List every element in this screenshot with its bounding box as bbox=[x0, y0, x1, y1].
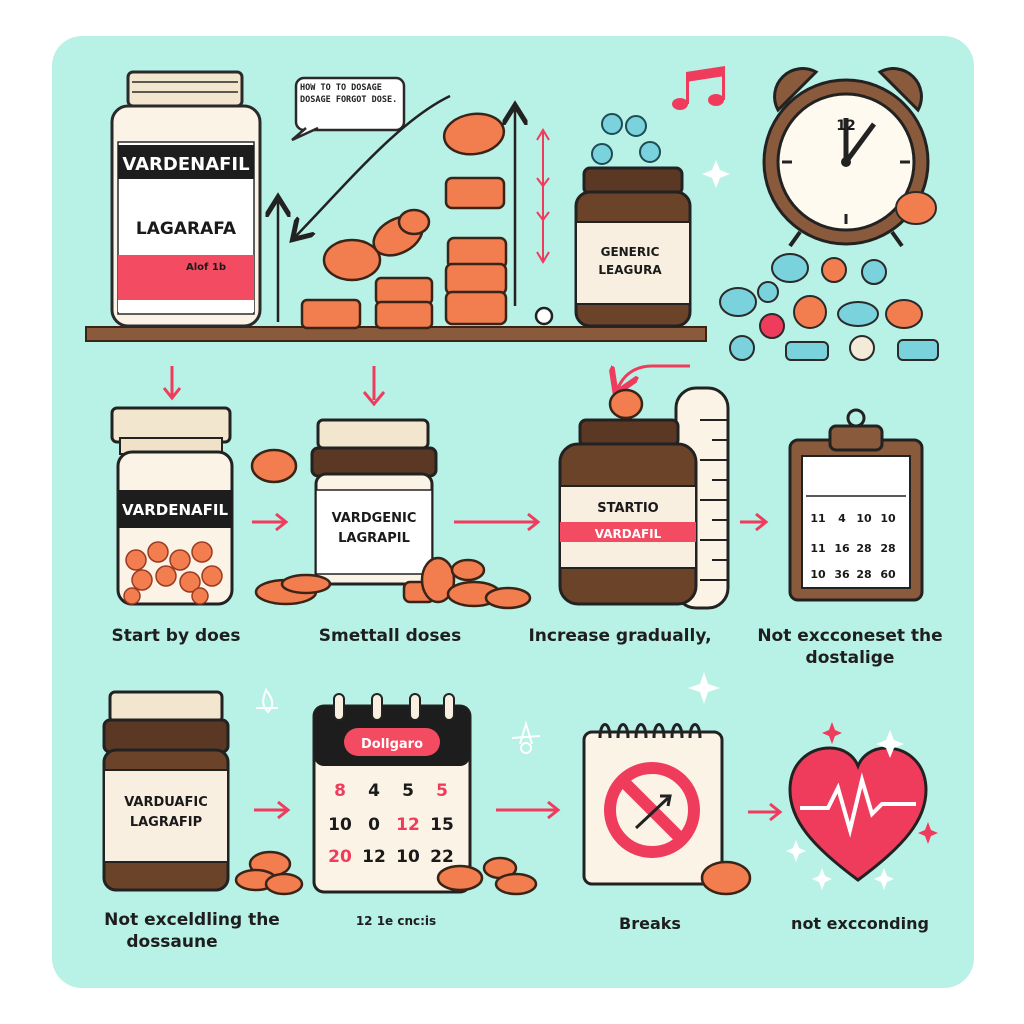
svg-text:28: 28 bbox=[856, 542, 871, 555]
calendar-icon bbox=[312, 693, 472, 894]
sparkle-white-2 bbox=[786, 840, 806, 862]
arrow-1 bbox=[252, 512, 289, 532]
svg-text:60: 60 bbox=[880, 568, 896, 581]
jar-row3-line2: LAGRAFIP bbox=[130, 815, 202, 830]
vardenafil-jar-row2 bbox=[110, 406, 234, 606]
svg-text:10: 10 bbox=[328, 815, 352, 835]
svg-text:11: 11 bbox=[810, 512, 825, 525]
calendar-title: Dollgaro bbox=[361, 737, 423, 752]
vardgenic-jar bbox=[310, 418, 438, 586]
caption-not-exceeding: not excconding bbox=[791, 914, 929, 933]
svg-text:20: 20 bbox=[328, 847, 352, 867]
svg-text:5: 5 bbox=[436, 781, 448, 801]
svg-text:28: 28 bbox=[880, 542, 895, 555]
generic-jar bbox=[574, 166, 692, 328]
bottle-small: Alof 1b bbox=[186, 262, 226, 273]
jar2-line1: VARDGENIC bbox=[332, 511, 417, 526]
caption-breaks: Breaks bbox=[619, 914, 681, 933]
generic-jar-line1: GENERIC bbox=[601, 245, 660, 259]
pill-stack bbox=[300, 112, 508, 330]
svg-text:8: 8 bbox=[334, 781, 346, 801]
svg-text:36: 36 bbox=[834, 568, 850, 581]
jar2-line2: LAGRAPIL bbox=[338, 531, 410, 546]
sparkle-icon bbox=[702, 160, 730, 188]
jar-row3-line1: VARDUAFIC bbox=[124, 795, 208, 810]
arrow-6 bbox=[748, 802, 783, 822]
speech-bubble bbox=[291, 76, 406, 142]
caption-not-exceed-1: Not excconeset the bbox=[757, 626, 943, 646]
caption-small-print: 12 1e cnc:is bbox=[355, 914, 437, 928]
jar3-line1: STARTIO bbox=[597, 501, 658, 516]
sparkle-red-2 bbox=[918, 822, 938, 844]
svg-text:10: 10 bbox=[880, 512, 896, 525]
pill-row3-right bbox=[700, 860, 752, 896]
leaf-icon bbox=[256, 688, 278, 714]
sparkle-white-3 bbox=[812, 868, 832, 890]
curved-arrow bbox=[296, 94, 451, 236]
clipboard-grid: 11 4 10 10 11 16 28 28 10 36 28 60 bbox=[810, 512, 896, 581]
svg-text:15: 15 bbox=[430, 815, 454, 835]
no-symbol-icon bbox=[582, 723, 724, 886]
vardenafic-jar bbox=[102, 690, 230, 892]
pill-pile bbox=[719, 191, 939, 361]
arrow-4 bbox=[254, 800, 291, 820]
pills-row3-left bbox=[234, 850, 304, 896]
heart-pulse-icon bbox=[788, 746, 928, 882]
arrow-3 bbox=[740, 512, 769, 532]
arrow-5 bbox=[496, 800, 561, 820]
svg-text:4: 4 bbox=[368, 781, 380, 801]
bottle-sub: LAGARAFA bbox=[136, 219, 237, 239]
svg-text:12: 12 bbox=[396, 815, 420, 835]
sparkle-red-1 bbox=[822, 722, 842, 744]
pills-row2 bbox=[254, 556, 532, 610]
marker-dot bbox=[534, 306, 554, 326]
svg-text:28: 28 bbox=[856, 568, 871, 581]
music-note-icon bbox=[672, 66, 725, 110]
svg-text:10: 10 bbox=[810, 568, 826, 581]
pills-row3-mid bbox=[436, 856, 538, 896]
svg-text:16: 16 bbox=[834, 542, 850, 555]
blue-pills-top bbox=[591, 113, 661, 165]
svg-text:12: 12 bbox=[362, 847, 386, 867]
caption-not-exceed-2: dostalige bbox=[805, 648, 895, 668]
jar1-brand: VARDENAFIL bbox=[122, 501, 228, 519]
svg-text:10: 10 bbox=[396, 847, 420, 867]
generic-jar-line2: LEAGURA bbox=[598, 263, 662, 277]
caption-small-doses: Smettall doses bbox=[318, 626, 462, 646]
caption-not-exceeding-1: Not exceldling the bbox=[104, 910, 280, 930]
sparkle-white-4 bbox=[874, 868, 894, 890]
clipboard-icon bbox=[788, 408, 924, 602]
bottle-brand: VARDENAFIL bbox=[122, 154, 249, 175]
svg-text:22: 22 bbox=[430, 847, 454, 867]
svg-text:11: 11 bbox=[810, 542, 825, 555]
sparkle-burst bbox=[511, 720, 541, 754]
arrow-2 bbox=[454, 512, 541, 532]
clock-numeral: 12 bbox=[836, 118, 855, 134]
single-pill bbox=[250, 448, 298, 484]
startio-jar bbox=[558, 418, 698, 606]
down-arrows bbox=[162, 364, 690, 407]
sparkle-icon-2 bbox=[688, 672, 720, 704]
sparkle-white-1 bbox=[876, 730, 904, 758]
caption-increase: Increase gradually, bbox=[528, 626, 712, 646]
caption-start: Start by does bbox=[111, 626, 241, 646]
calendar-grid: 8 4 5 5 10 0 12 15 20 12 10 22 bbox=[328, 781, 454, 867]
falling-pill bbox=[608, 388, 644, 420]
speech-bubble-text: HOW TO TO DOSAGE DOSAGE FORGOT DOSE. bbox=[300, 83, 398, 105]
svg-text:4: 4 bbox=[838, 512, 846, 525]
svg-text:5: 5 bbox=[402, 781, 414, 801]
red-dashed-arrow bbox=[536, 128, 550, 264]
svg-text:0: 0 bbox=[368, 815, 380, 835]
svg-text:10: 10 bbox=[856, 512, 872, 525]
jar3-line2: VARDAFIL bbox=[595, 527, 662, 541]
caption-not-exceeding-2: dossaune bbox=[126, 932, 218, 952]
alarm-clock-icon bbox=[762, 67, 930, 248]
vardenafil-bottle bbox=[110, 70, 262, 328]
